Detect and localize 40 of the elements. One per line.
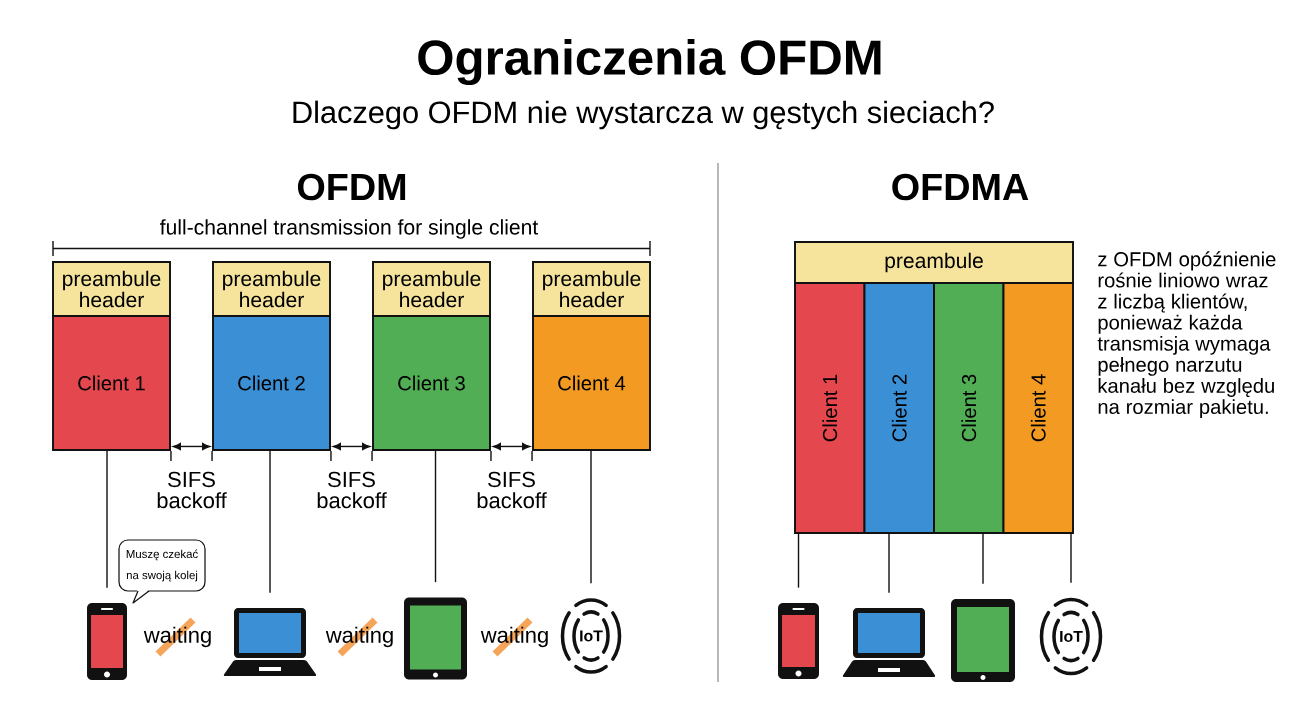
section-heading: OFDM xyxy=(297,173,406,201)
connector-line xyxy=(1070,533,1072,584)
speech-bubble: Muszę czekać na swoją kolej xyxy=(118,539,206,604)
preamble-header-box: preambule header xyxy=(212,261,331,317)
client-column: Client 1 xyxy=(794,282,866,534)
note-text: z OFDM opóźnienie rośnie liniowo wraz z liczbą klientów, ponieważ każda transmisja wymaga pełnego narzutu kanału bez względu na rozmiar pakietu. xyxy=(1097,251,1276,419)
tablet-icon xyxy=(404,597,467,680)
preamble-header-box: preambule header xyxy=(52,261,171,317)
preamble-band: preambule xyxy=(794,241,1074,284)
laptop-icon xyxy=(223,608,317,676)
preamble-header-box: preambule header xyxy=(372,261,491,317)
double-arrow xyxy=(332,442,371,451)
phone-icon xyxy=(87,603,127,680)
preamble-header-box: preambule header xyxy=(532,261,651,317)
edge-label: SIFS backoff xyxy=(470,469,553,511)
double-arrow xyxy=(172,442,211,451)
laptop-icon xyxy=(842,608,936,677)
title: Ograniczenia OFDM xyxy=(418,39,881,86)
client-box: Client 2 xyxy=(212,315,331,451)
client-column: Client 4 xyxy=(1002,282,1074,534)
connector-line xyxy=(269,450,271,594)
phone-icon xyxy=(778,603,819,679)
connector-line xyxy=(888,533,890,594)
connector-line xyxy=(982,533,984,585)
double-arrow xyxy=(492,442,531,451)
subtitle: Dlaczego OFDM nie wystarcza w gęstych sieciach? xyxy=(293,100,994,130)
connector-line xyxy=(797,533,800,589)
client-box: Client 3 xyxy=(372,315,491,451)
tablet-icon xyxy=(951,599,1015,682)
edge-label: SIFS backoff xyxy=(310,469,393,511)
client-box: Client 4 xyxy=(532,315,651,451)
client-column: Client 2 xyxy=(863,282,935,534)
connector-line xyxy=(106,450,108,589)
edge-label: SIFS backoff xyxy=(150,469,233,511)
connector-line xyxy=(590,450,592,584)
bracket-label: full-channel transmission for single client xyxy=(160,219,539,239)
connector-line xyxy=(434,450,437,583)
client-column: Client 3 xyxy=(933,282,1005,534)
client-box: Client 1 xyxy=(52,315,171,451)
section-heading: OFDMA xyxy=(892,173,1029,201)
